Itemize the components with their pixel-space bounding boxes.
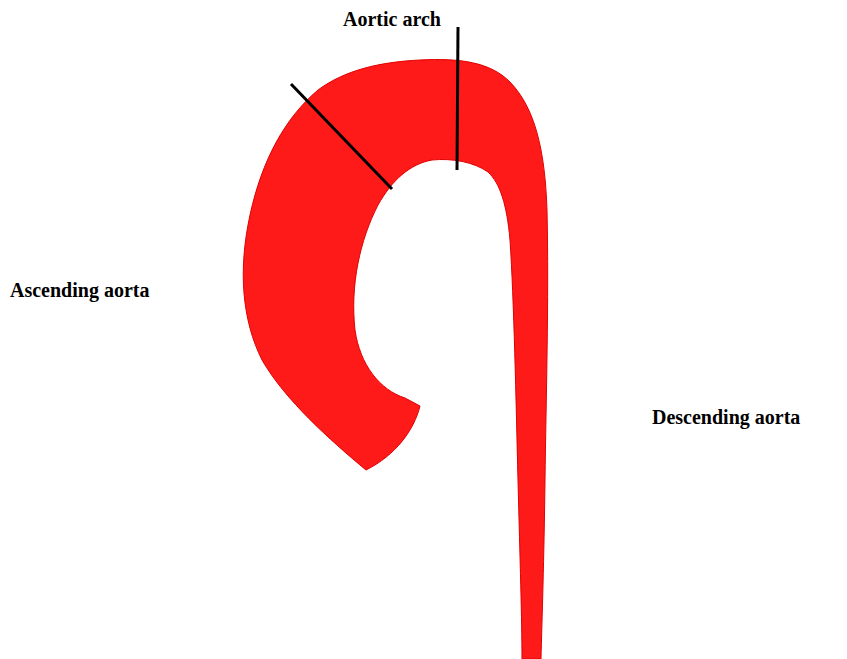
section-line (457, 27, 458, 170)
part-label: Ascending aorta (10, 279, 149, 302)
part-label: Aortic arch (343, 8, 441, 31)
part-label: Descending aorta (652, 406, 800, 429)
aorta-shape (243, 60, 547, 659)
section-line (291, 84, 392, 189)
